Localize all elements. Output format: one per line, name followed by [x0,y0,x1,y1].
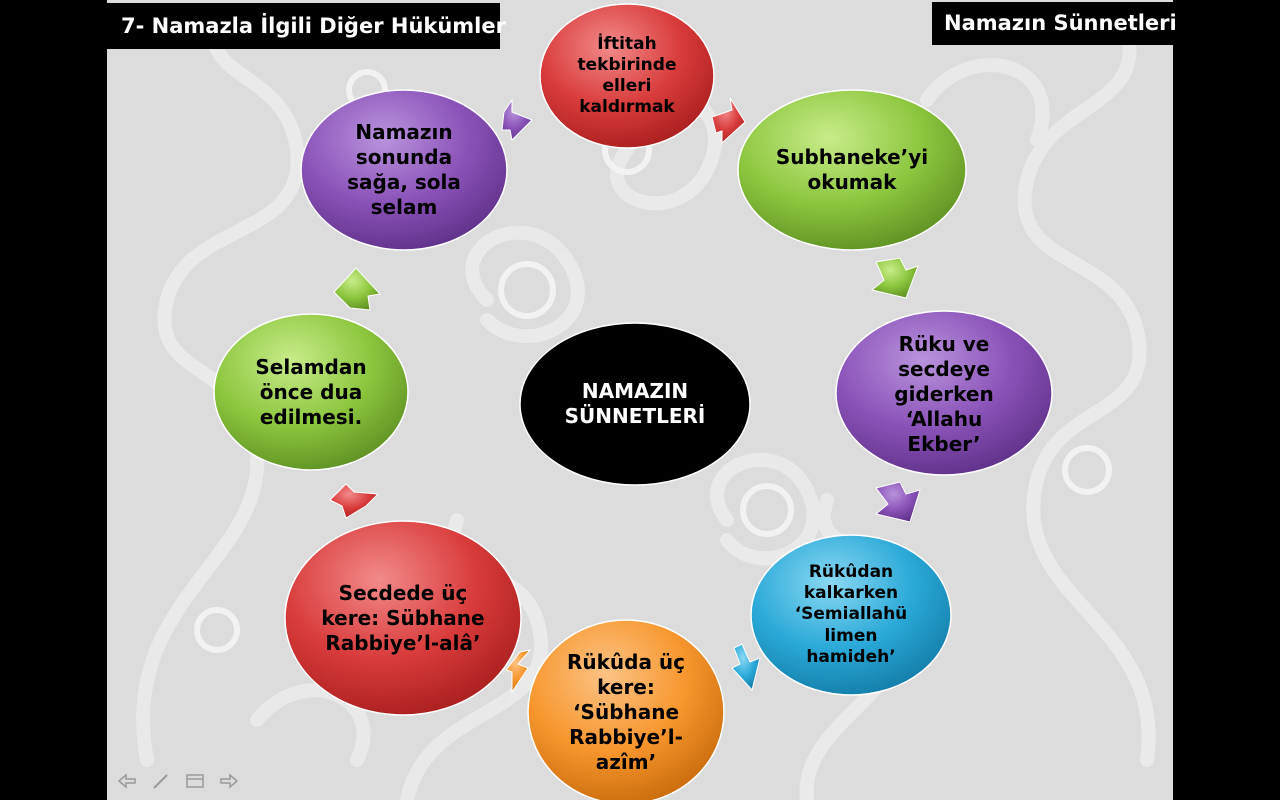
node-secdede-label: Secdede üç kere: Sübhane Rabbiye’l-alâ’ [321,580,485,655]
node-ruku-secde [835,310,1053,476]
node-rukudan-label: Rükûdan kalkarken ‘Semiallahü limen hami… [794,561,908,667]
node-rukudan [750,534,952,696]
center-node [519,322,751,486]
back-arrow-icon[interactable] [116,770,138,792]
arrow-icon [870,257,919,299]
node-rukuda-label: Rükûda üç kere: ‘Sübhane Rabbiye’l-azîm’ [566,650,686,774]
node-secdede [284,520,522,716]
node-subhaneke-label: Subhaneke’yi okumak [775,145,929,194]
node-iftitah [539,3,715,149]
node-subhaneke [737,89,967,251]
node-selam-label: Namazın sonunda sağa, sola selam [347,120,461,219]
node-selamdan [213,313,409,471]
arrow-icon [711,97,746,145]
arrow-icon [329,483,380,519]
forward-arrow-icon[interactable] [218,770,240,792]
pen-icon[interactable] [150,770,172,792]
slide-title: Namazın Sünnetleri [932,2,1177,45]
section-title: 7- Namazla İlgili Diğer Hükümler [107,3,506,49]
menu-icon[interactable] [184,770,206,792]
node-selam [300,89,508,251]
node-iftitah-label: İftitah tekbirinde elleri kaldırmak [577,33,677,118]
arrow-icon [333,267,381,311]
arrow-icon [731,643,761,692]
node-selamdan-label: Selamdan önce dua edilmesi. [255,354,367,429]
node-ruku-secde-label: Rüku ve secdeye giderken ‘Allahu Ekber’ [894,331,994,456]
arrow-icon [874,481,921,523]
arrow-icon [501,98,533,142]
arrow-icon [505,649,532,694]
node-rukuda [527,619,725,800]
center-label: NAMAZIN SÜNNETLERİ [564,379,706,428]
